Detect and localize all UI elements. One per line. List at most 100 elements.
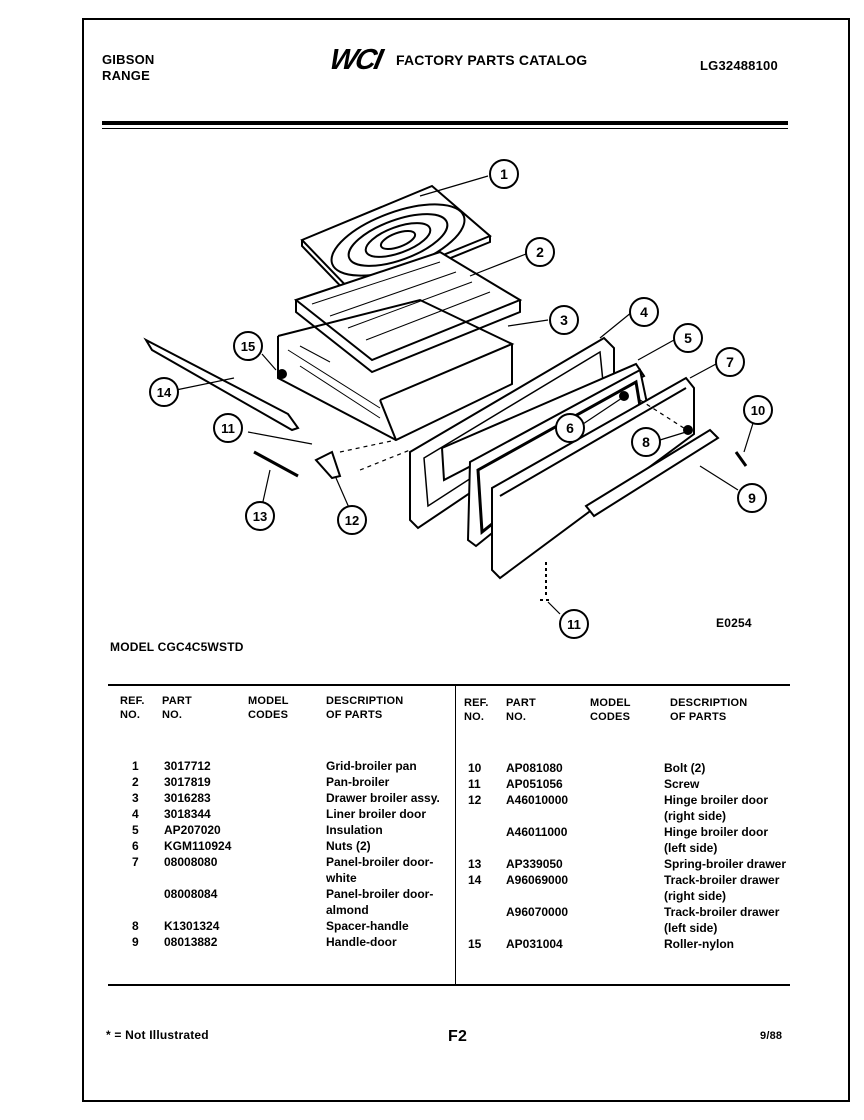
callout-7: 7 [715,347,745,377]
table-cell-part: KGM110924 [164,839,232,853]
header-rule-thick [102,121,788,125]
svg-text:13: 13 [253,509,267,524]
table-cell-ref: 10 [468,761,482,775]
table-cell-part: 3017819 [164,775,211,789]
table-cell-part: AP207020 [164,823,221,837]
table-cell-ref: 13 [468,857,482,871]
callout-6: 6 [555,413,585,443]
table-cell-ref: 3 [132,791,139,805]
table-cell-ref: 2 [132,775,139,789]
table-cell-ref: 11 [468,777,481,791]
table-cell-desc: (right side) [664,809,726,823]
svg-text:3: 3 [560,312,568,328]
table-cell-part: AP339050 [506,857,563,871]
diagram-code: E0254 [716,616,752,630]
table-cell-part: 08013882 [164,935,218,949]
brand-line-2: RANGE [102,68,150,83]
table-cell-desc: Insulation [326,823,383,837]
svg-text:7: 7 [726,354,734,370]
svg-text:6: 6 [566,420,574,436]
callout-10: 10 [743,395,773,425]
table-cell-desc: Track-broiler drawer [664,873,780,887]
callout-1: 1 [489,159,519,189]
table-cell-desc: Panel-broiler door- [326,887,434,901]
table-cell-part: 08008080 [164,855,218,869]
bolt-part [734,451,748,467]
table-cell-part: AP031004 [506,937,563,951]
svg-text:5: 5 [684,330,692,346]
callout-group: 1 2 3 4 5 6 7 8 9 10 11 12 13 14 15 11 [149,159,773,639]
table-cell-desc: Liner broiler door [326,807,427,821]
table-cell-part: A46011000 [506,825,568,839]
svg-text:8: 8 [642,434,650,450]
svg-text:2: 2 [536,244,544,260]
table-cell-ref: 9 [132,935,139,949]
door-handle-part [584,428,720,518]
table-cell-ref: 15 [468,937,482,951]
table-cell-desc: (left side) [664,921,718,935]
wci-logo: WCI [326,44,384,76]
table-cell-part: 08008084 [164,887,218,901]
table-cell-ref: 12 [468,793,482,807]
table-divider [455,686,456,984]
table-cell-part: AP051056 [506,777,563,791]
callout-9: 9 [737,483,767,513]
header-ref-left: REF.NO. [120,695,145,721]
table-cell-ref: 5 [132,823,139,837]
leader-lines [175,175,755,615]
table-cell-desc: Handle-door [326,935,397,949]
table-cell-ref: 6 [132,839,139,853]
table-cell-desc: Panel-broiler door- [326,855,434,869]
broiler-pan-part [293,250,523,374]
callout-12: 12 [337,505,367,535]
table-cell-desc: Roller-nylon [664,937,735,951]
table-cell-part: 3016283 [164,791,211,805]
table-cell-desc: Hinge broiler door [664,825,769,839]
table-cell-part: A96070000 [506,905,569,919]
table-cell-desc: (right side) [664,889,726,903]
table-cell-desc: (left side) [664,841,718,855]
table-cell-desc: Track-broiler drawer [664,905,780,919]
table-cell-desc: Hinge broiler door [664,793,769,807]
table-cell-desc: Spring-broiler drawer [664,857,787,871]
header-ref-right: REF.NO. [464,697,489,723]
callout-15: 15 [233,331,263,361]
svg-text:1: 1 [500,166,508,182]
table-cell-ref: 14 [468,873,482,887]
callout-14: 14 [149,377,179,407]
table-cell-desc: Nuts (2) [326,839,371,853]
table-cell-desc: Bolt (2) [664,761,706,775]
callout-8: 8 [631,427,661,457]
svg-text:9: 9 [748,490,756,506]
catalog-number: LG32488100 [700,58,778,73]
callout-4: 4 [629,297,659,327]
table-cell-desc: white [326,871,357,885]
table-cell-part: AP081080 [506,761,563,775]
table-cell-ref: 7 [132,855,139,869]
callout-11-lower: 11 [559,609,589,639]
table-cell-ref: 8 [132,919,139,933]
exploded-parts-diagram: 1 2 3 4 5 6 7 8 9 10 11 12 13 14 15 11 [143,159,773,639]
svg-text:14: 14 [157,385,172,400]
table-cell-part: 3017712 [164,759,211,773]
svg-text:15: 15 [241,339,255,354]
footnote: * = Not Illustrated [106,1028,209,1042]
callout-11-upper: 11 [213,413,243,443]
hinge-part [314,450,342,480]
callout-2: 2 [525,237,555,267]
spring-part [253,450,299,478]
callout-13: 13 [245,501,275,531]
svg-text:11: 11 [221,421,235,436]
table-bottom-rule [108,984,790,986]
screw-part [540,562,552,601]
callout-5: 5 [673,323,703,353]
table-cell-desc: Drawer broiler assy. [326,791,440,805]
svg-text:4: 4 [640,304,648,320]
table-cell-part: A46010000 [506,793,569,807]
table-cell-ref: 1 [132,759,139,773]
